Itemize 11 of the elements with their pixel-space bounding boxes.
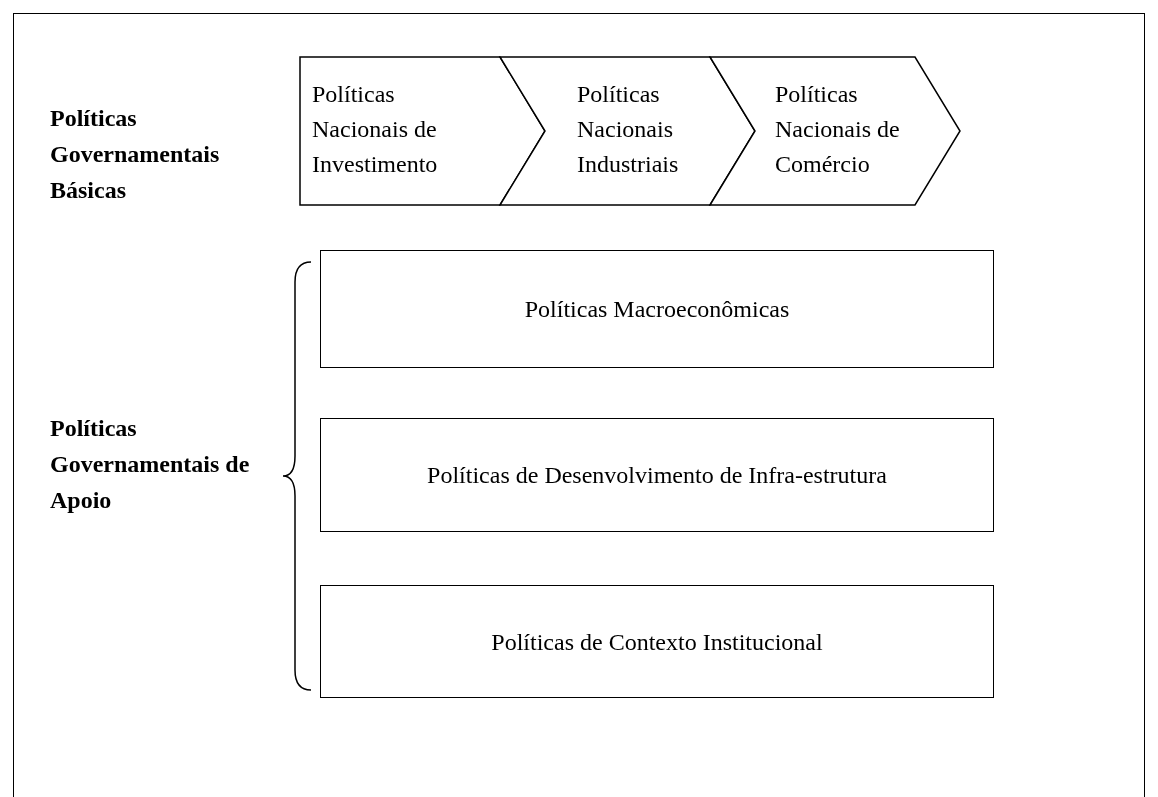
group-heading: Políticas Governamentais de Apoio: [50, 414, 251, 515]
group-heading: Políticas Governamentais Básicas: [50, 104, 221, 205]
policy-box: [320, 250, 994, 368]
policy-box: [320, 418, 994, 532]
box-text: Políticas de Contexto Institucional: [491, 627, 823, 657]
chevron-text: Políticas Nacionais de Investimento: [312, 80, 439, 179]
box-text: Políticas Macroeconômicas: [524, 295, 790, 324]
box-text: Políticas de Desenvolvimento de Infra-estrutura: [427, 461, 887, 490]
chevron-text: Políticas Nacionais Industriais: [577, 80, 680, 179]
chevron-text: Políticas Nacionais de Comércio: [775, 80, 901, 179]
policy-box: [320, 585, 994, 698]
